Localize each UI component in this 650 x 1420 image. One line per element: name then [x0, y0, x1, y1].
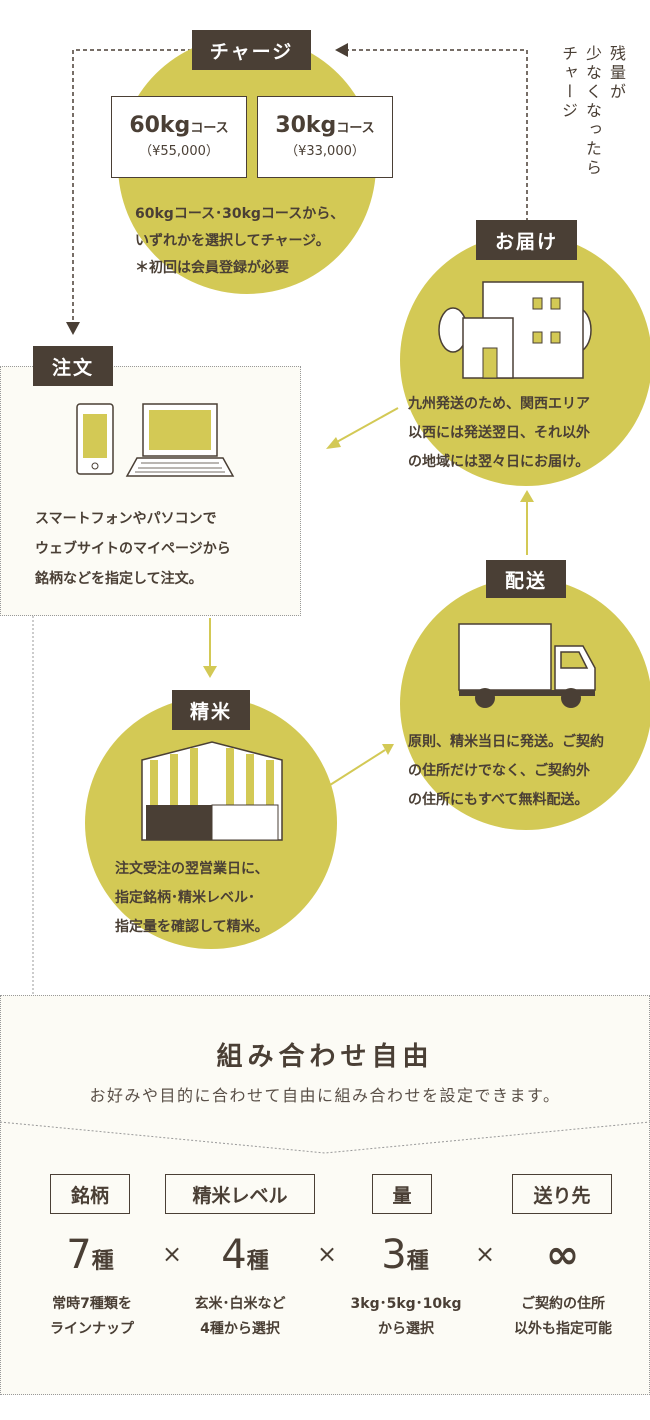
line: ラインナップ [50, 1321, 134, 1337]
line: 常時7種類を [52, 1296, 132, 1312]
tag-polish-level: 精米レベル [165, 1174, 315, 1214]
tag-destination: 送り先 [512, 1174, 612, 1214]
line: 4種から選択 [200, 1321, 280, 1337]
charge-text: 60kgコース･30kgコースから、 いずれかを選択してチャージ。 ＊初回は会員… [135, 201, 344, 282]
course-60kg: 60kgコース （¥55,000） [111, 96, 247, 178]
delivery-text: 九州発送のため、関西エリア 以西には発送翌日、それ以外 の地域には翌々日にお届け… [408, 390, 590, 477]
value: 7 [66, 1232, 92, 1278]
times-icon: × [162, 1240, 183, 1268]
desc-destination: ご契約の住所以外も指定可能 [493, 1292, 633, 1342]
line: 指定銘柄･精米レベル･ [115, 890, 255, 906]
line: チャージ [559, 45, 578, 121]
times-icon: × [475, 1240, 496, 1268]
order-label: 注文 [33, 346, 113, 386]
course-price: （¥33,000） [285, 144, 365, 159]
desc-amount: 3kg･5kg･10kg から選択 [336, 1292, 476, 1342]
times-icon: × [317, 1240, 338, 1268]
line: の住所だけでなく、ご契約外 [408, 763, 590, 779]
divider [0, 1121, 650, 1154]
line: 原則、精米当日に発送。ご契約 [408, 734, 604, 750]
combo-title: 組み合わせ自由 [216, 1042, 434, 1072]
milling-text: 注文受注の翌営業日に、 指定銘柄･精米レベル･ 指定量を確認して精米。 [115, 855, 269, 942]
mill-icon [141, 741, 283, 841]
line: 少なくなったら [583, 45, 602, 178]
unit: 種 [91, 1249, 114, 1274]
building-icon [438, 281, 592, 379]
line: 以外も指定可能 [514, 1321, 612, 1337]
line: 銘柄などを指定して注文。 [35, 571, 203, 587]
value: 3 [381, 1232, 407, 1278]
shipping-circle [400, 578, 650, 830]
course-unit: コース [336, 121, 375, 136]
tag-brand: 銘柄 [50, 1174, 130, 1214]
order-text: スマートフォンやパソコンで ウェブサイトのマイページから 銘柄などを指定して注文… [35, 504, 231, 594]
course-30kg: 30kgコース （¥33,000） [257, 96, 393, 178]
line: から選択 [378, 1321, 434, 1337]
count-brand: 7種 [50, 1232, 130, 1278]
line: 指定量を確認して精米。 [115, 919, 269, 935]
line: ＊初回は会員登録が必要 [135, 260, 289, 276]
milling-label: 精米 [172, 690, 250, 730]
line: スマートフォンやパソコンで [35, 511, 217, 527]
count-amount: 3種 [365, 1232, 445, 1278]
line: 玄米･白米など [194, 1296, 286, 1312]
value: 4 [221, 1232, 247, 1278]
course-weight: 60kg [129, 113, 191, 138]
shipping-label: 配送 [486, 560, 566, 598]
unit: 種 [246, 1249, 269, 1274]
line: 60kgコース･30kgコースから、 [135, 206, 345, 222]
infinity-value: ∞ [545, 1232, 580, 1278]
truck-icon [458, 623, 596, 708]
flow-arrows [32, 43, 534, 995]
line: 九州発送のため、関西エリア [408, 396, 590, 412]
shipping-text: 原則、精米当日に発送。ご契約 の住所だけでなく、ご契約外 の住所にもすべて無料配… [408, 728, 604, 815]
line: ご契約の住所 [521, 1296, 605, 1312]
count-destination: ∞ [520, 1232, 605, 1278]
tag-amount: 量 [372, 1174, 432, 1214]
desc-polish: 玄米･白米など 4種から選択 [170, 1292, 310, 1342]
devices-icon [76, 403, 235, 477]
line: いずれかを選択してチャージ。 [135, 233, 330, 249]
line: ウェブサイトのマイページから [35, 541, 231, 557]
combination-panel [0, 995, 650, 1395]
charge-label: チャージ [192, 30, 311, 70]
course-unit: コース [190, 121, 229, 136]
delivery-label: お届け [476, 220, 577, 260]
unit: 種 [406, 1249, 429, 1274]
line: 3kg･5kg･10kg [350, 1296, 462, 1312]
desc-brand: 常時7種類をラインナップ [22, 1292, 162, 1342]
course-price: （¥55,000） [139, 144, 219, 159]
line: 以西には発送翌日、それ以外 [408, 425, 590, 441]
course-weight: 30kg [275, 113, 337, 138]
line: 注文受注の翌営業日に、 [115, 861, 269, 877]
combo-subtitle: お好みや目的に合わせて自由に組み合わせを設定できます。 [89, 1086, 561, 1105]
line: 残量が [607, 45, 626, 102]
count-polish: 4種 [205, 1232, 285, 1278]
recharge-note: 残量が 少なくなったら チャージ [556, 45, 628, 178]
line: の地域には翌々日にお届け。 [408, 454, 590, 470]
line: の住所にもすべて無料配送。 [408, 792, 589, 808]
